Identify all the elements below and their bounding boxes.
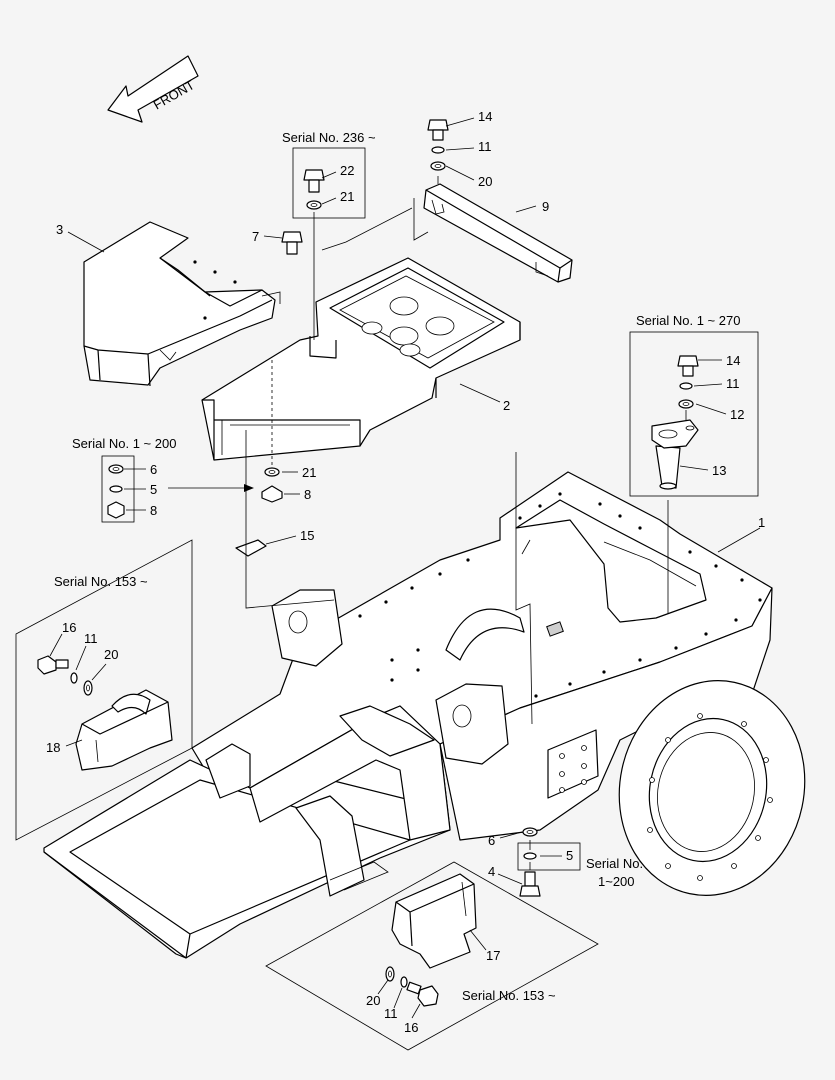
callout-numbers: 1 2 3 4 5 5 6 6 7 8 8 9 11 11 11 11 12 1… (46, 109, 765, 1035)
callout-8-mid: 8 (304, 487, 311, 502)
pin-part-13 (651, 419, 699, 490)
callout-16-bottom: 16 (404, 1020, 418, 1035)
bracket-part-17 (391, 873, 477, 969)
hardware (37, 119, 699, 1007)
callout-9: 9 (542, 199, 549, 214)
frame-serial-153-bottom (265, 861, 599, 1051)
serial-labels: Serial No. 236 ~ Serial No. 1 ~ 270 Seri… (54, 130, 740, 1003)
callout-1: 1 (758, 515, 765, 530)
callout-21-top: 21 (340, 189, 354, 204)
cover-part-3 (83, 221, 281, 387)
callout-5-left: 5 (150, 482, 157, 497)
callout-3: 3 (56, 222, 63, 237)
serial-153-bottom-label: Serial No. 153 ~ (462, 988, 556, 1003)
callout-16-left: 16 (62, 620, 76, 635)
frame-bolt-holes (358, 492, 762, 698)
callout-5-bottom: 5 (566, 848, 573, 863)
frame-serial-1-270 (629, 331, 759, 497)
serial-1-200-bottom-label-2: 1~200 (598, 874, 635, 889)
callout-14-right: 14 (726, 353, 740, 368)
callout-2: 2 (503, 398, 510, 413)
callout-11-top: 11 (478, 139, 492, 154)
callout-20-left: 20 (104, 647, 118, 662)
callout-11-right: 11 (726, 376, 740, 391)
callout-6-bottom: 6 (488, 833, 495, 848)
callout-12: 12 (730, 407, 744, 422)
bracket-part-2 (201, 257, 521, 461)
frame-serial-1-200-bottom (517, 842, 581, 871)
serial-153-left-label: Serial No. 153 ~ (54, 574, 148, 589)
serial-1-200-label: Serial No. 1 ~ 200 (72, 436, 176, 451)
callout-14-top: 14 (478, 109, 492, 124)
reference-arrow (168, 484, 254, 492)
main-frame-part-1 (43, 471, 806, 959)
callout-11-left: 11 (84, 631, 98, 646)
frame-serial-153-left (15, 539, 193, 841)
callout-11-bottom: 11 (384, 1006, 398, 1021)
callout-8-left: 8 (150, 503, 157, 518)
bar-part-9 (423, 183, 573, 283)
serial-1-200-bottom-label-1: Serial No. (586, 856, 643, 871)
serial-frames (15, 147, 759, 1051)
callout-20-top: 20 (478, 174, 492, 189)
leader-lines (49, 117, 761, 1019)
side-plate-holes (559, 745, 587, 793)
callout-17: 17 (486, 948, 500, 963)
callout-6-left: 6 (150, 462, 157, 477)
frame-serial-236 (292, 147, 366, 219)
plate-part-15 (235, 539, 267, 557)
callout-4: 4 (488, 864, 495, 879)
bracket-part-18 (75, 689, 173, 771)
front-direction-arrow: FRONT (107, 55, 199, 123)
callout-22: 22 (340, 163, 354, 178)
callout-15: 15 (300, 528, 314, 543)
serial-236-label: Serial No. 236 ~ (282, 130, 376, 145)
serial-1-270-label: Serial No. 1 ~ 270 (636, 313, 740, 328)
callout-21-mid: 21 (302, 465, 316, 480)
callout-13: 13 (712, 463, 726, 478)
callout-20-bottom: 20 (366, 993, 380, 1008)
callout-18: 18 (46, 740, 60, 755)
callout-7: 7 (252, 229, 259, 244)
hub-bolt-holes (647, 713, 773, 881)
